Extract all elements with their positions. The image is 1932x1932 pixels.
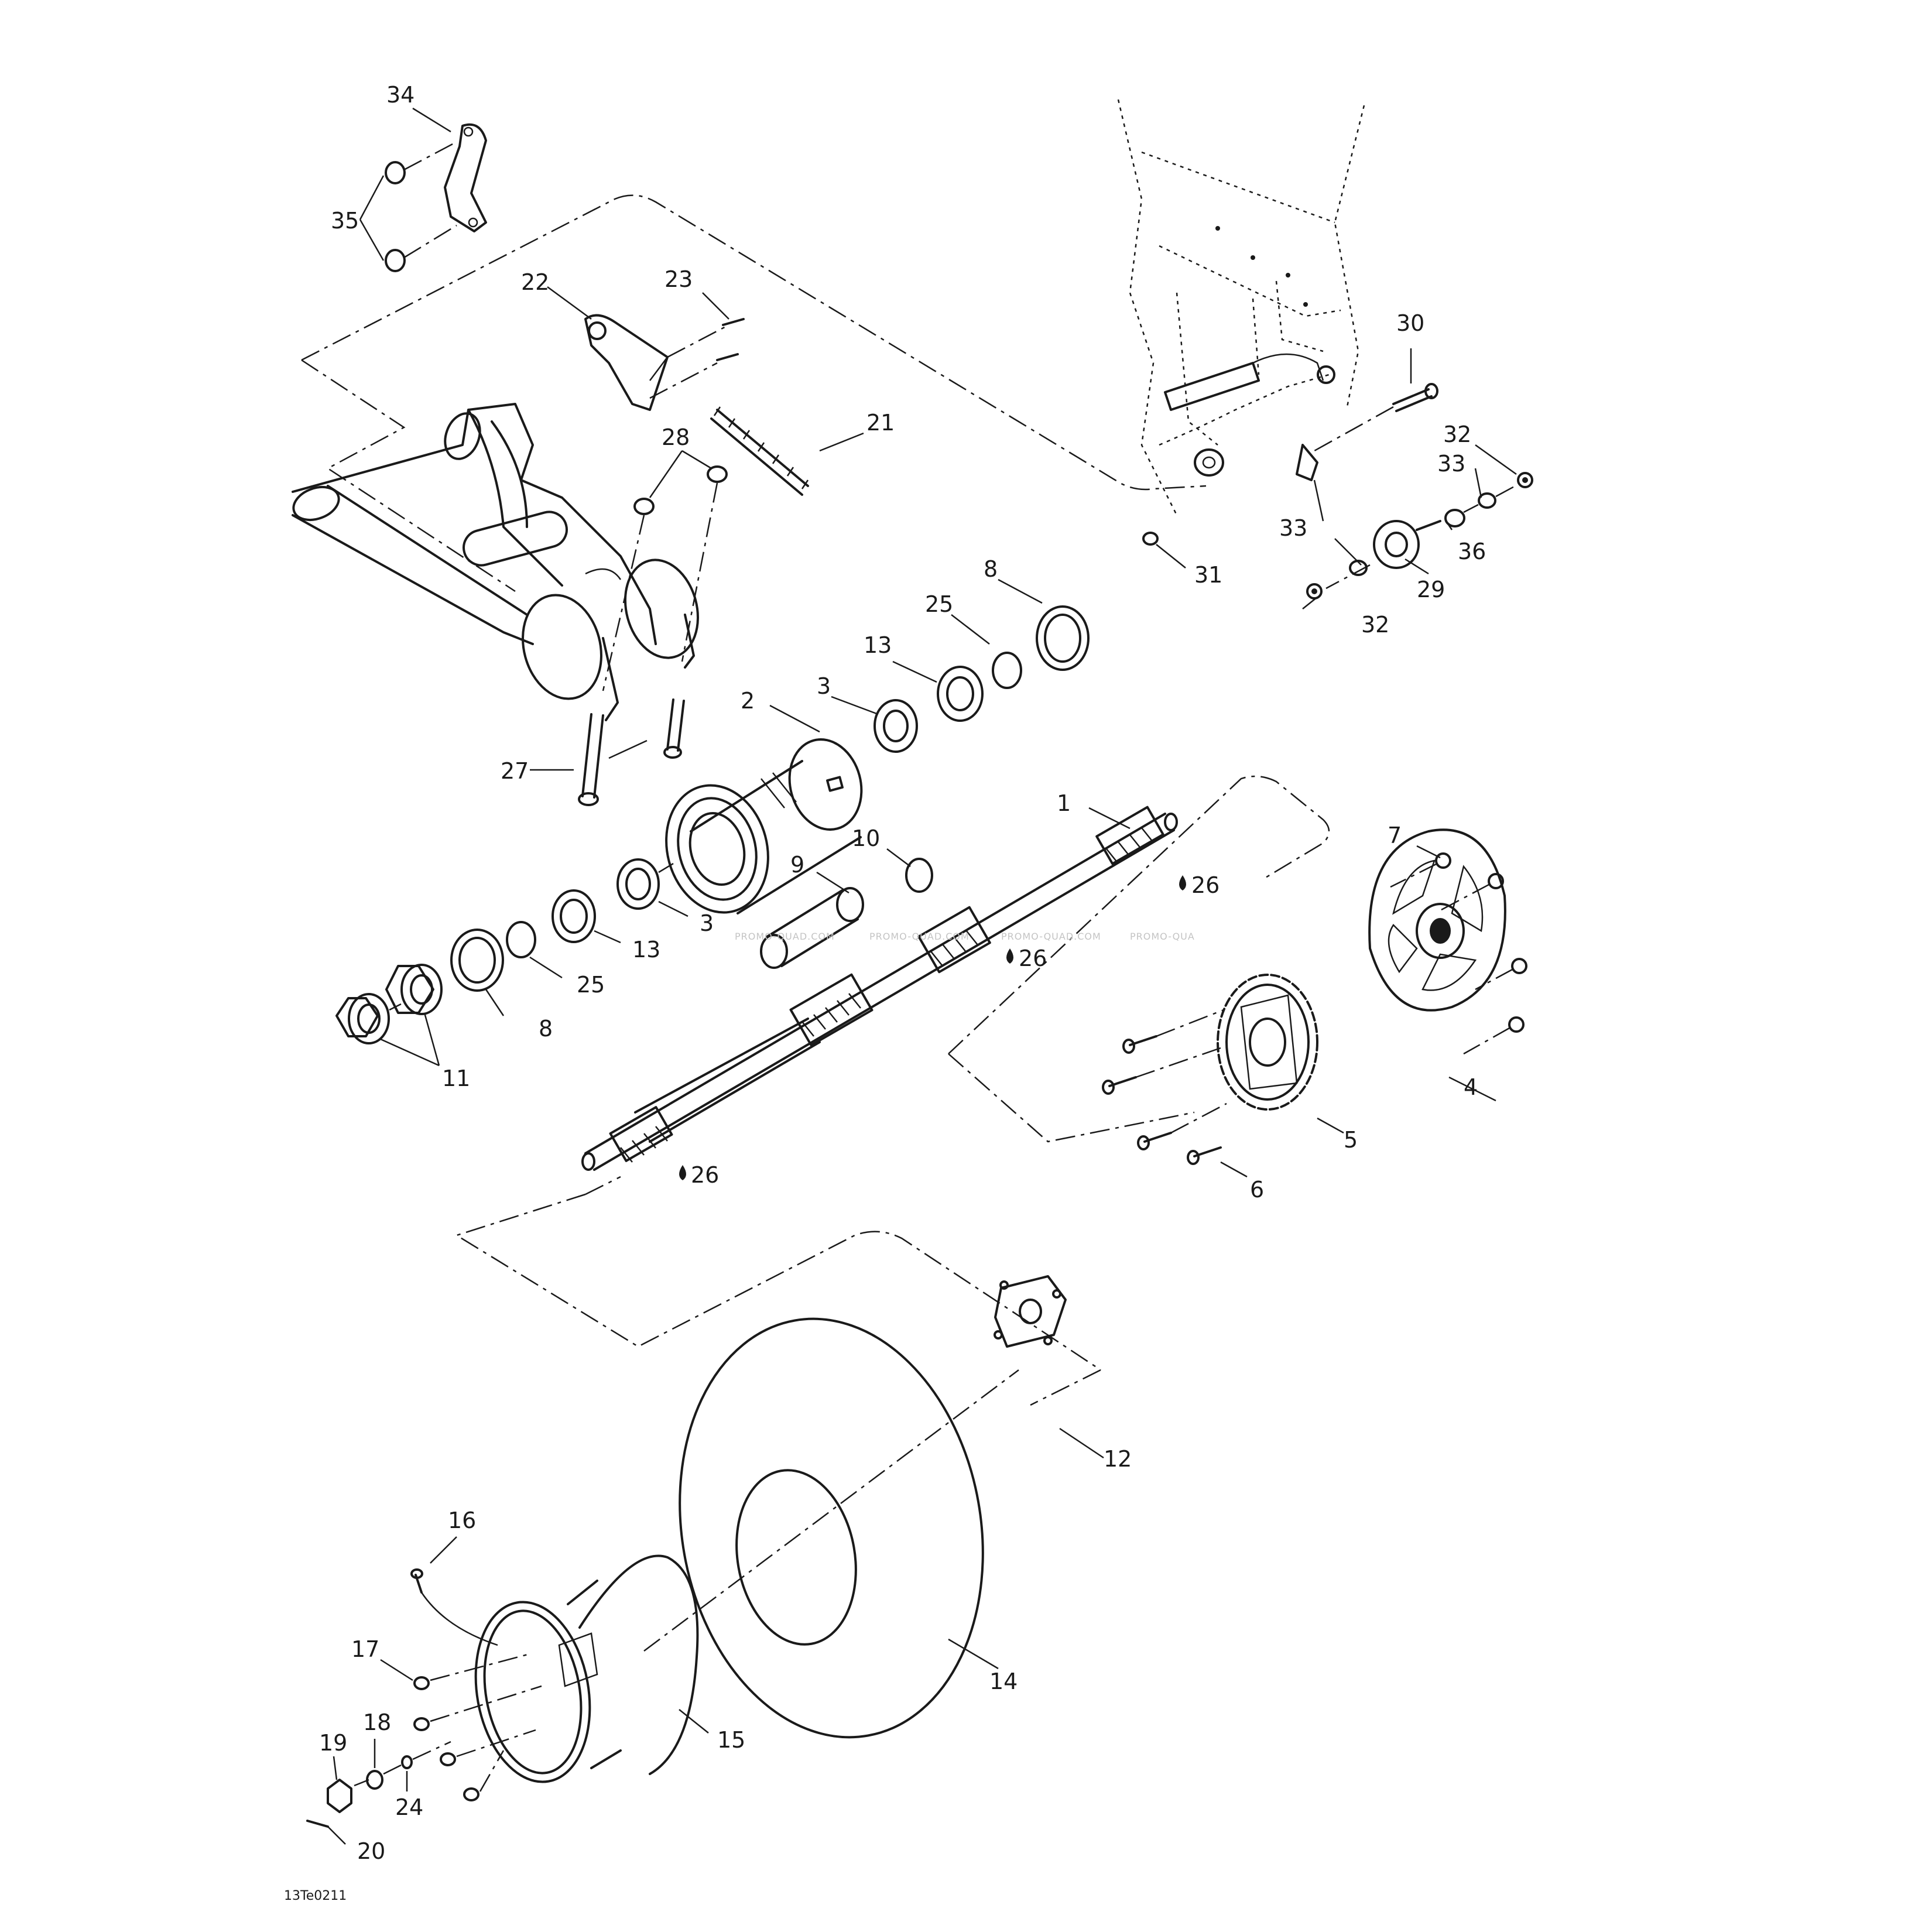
callout-17: 17: [351, 1636, 379, 1662]
left-bearing-stack: [348, 858, 674, 1044]
bearing-housing: [665, 738, 863, 914]
right-bearing-stack: [873, 605, 1090, 753]
assembly-boundary-lines: [301, 194, 1330, 1406]
callout-13b: 13: [632, 937, 660, 962]
chain-guide: [584, 314, 729, 411]
callout-numbers: 34 35 22 23 21 28 8 25 13 3 2 27 1 10 9 …: [319, 82, 1486, 1864]
callout-16: 16: [448, 1508, 476, 1533]
callout-32b: 32: [1361, 612, 1389, 638]
drawing-code: 13Te0211: [284, 1889, 347, 1903]
callout-27: 27: [501, 758, 529, 784]
swing-arm-nuts: [602, 465, 728, 691]
watermark: PROMO-QUAD.COM: [1001, 931, 1101, 942]
callout-7: 7: [1388, 823, 1402, 848]
rear-rim: [474, 1554, 699, 1783]
torque-bracket: [385, 123, 487, 272]
sprocket-hub: [1368, 828, 1506, 1012]
mount-hardware: [1142, 383, 1533, 600]
callout-11: 11: [442, 1066, 470, 1091]
callout-3b: 3: [700, 910, 714, 936]
rim-hardware: [306, 1568, 542, 1828]
callout-4: 4: [1464, 1074, 1478, 1100]
swing-arm-bolts: [578, 698, 685, 806]
callout-33a: 33: [1437, 451, 1465, 477]
watermarks: PROMO-QUAD.COM PROMO-QUAD.COM PROMO-QUAD…: [735, 931, 1195, 942]
callout-5: 5: [1344, 1127, 1358, 1153]
watermark: PROMO-QUAD.COM: [735, 931, 835, 942]
callout-10: 10: [852, 825, 880, 851]
callout-26b: 26: [1019, 946, 1047, 971]
callout-15: 15: [717, 1727, 745, 1753]
rear-tire: [643, 1317, 1019, 1739]
callout-leaders: [327, 107, 1517, 1845]
callout-1: 1: [1057, 790, 1071, 816]
callout-25a: 25: [925, 591, 953, 617]
watermark: PROMO-QUAD.COM: [869, 931, 970, 942]
callout-26c: 26: [691, 1162, 719, 1188]
callout-19: 19: [319, 1730, 347, 1756]
callout-6: 6: [1250, 1177, 1264, 1203]
rear-axle: [581, 806, 1178, 1171]
callout-3a: 3: [817, 673, 831, 699]
callout-21: 21: [866, 410, 895, 436]
callout-35: 35: [331, 208, 359, 234]
callout-14: 14: [989, 1669, 1018, 1694]
callout-8b: 8: [539, 1016, 553, 1042]
callout-32a: 32: [1443, 422, 1471, 447]
drive-sprocket: [1217, 974, 1318, 1111]
callout-2: 2: [741, 688, 755, 714]
callout-12: 12: [1104, 1446, 1132, 1472]
callout-20: 20: [357, 1838, 385, 1864]
watermark: PROMO-QUA: [1130, 931, 1195, 942]
callout-18: 18: [363, 1710, 391, 1735]
callout-23: 23: [664, 266, 693, 292]
grease-drops: [679, 875, 1186, 1180]
callout-22: 22: [521, 269, 549, 295]
callout-9: 9: [790, 852, 804, 878]
axle-spacer: [760, 858, 933, 969]
callout-8a: 8: [984, 556, 998, 582]
axle-nuts: [335, 965, 434, 1037]
drive-chain: [710, 406, 809, 496]
callout-30: 30: [1396, 310, 1424, 336]
callout-28: 28: [662, 424, 690, 450]
callout-34: 34: [386, 82, 415, 108]
hub-nuts: [1390, 852, 1527, 1055]
callout-26a: 26: [1191, 872, 1220, 898]
callout-31: 31: [1194, 562, 1222, 588]
swing-arm: [292, 403, 699, 721]
sprocket-bolts: [1102, 1009, 1227, 1165]
wheel-hub: [994, 1275, 1067, 1348]
callout-29: 29: [1417, 577, 1445, 602]
callout-25b: 25: [577, 972, 605, 998]
callout-36: 36: [1458, 539, 1486, 564]
callout-13a: 13: [864, 632, 892, 658]
callout-33b: 33: [1279, 515, 1307, 541]
guide-screws: [716, 318, 745, 361]
callout-24: 24: [395, 1794, 423, 1820]
frame-rear-section: [1117, 99, 1365, 516]
